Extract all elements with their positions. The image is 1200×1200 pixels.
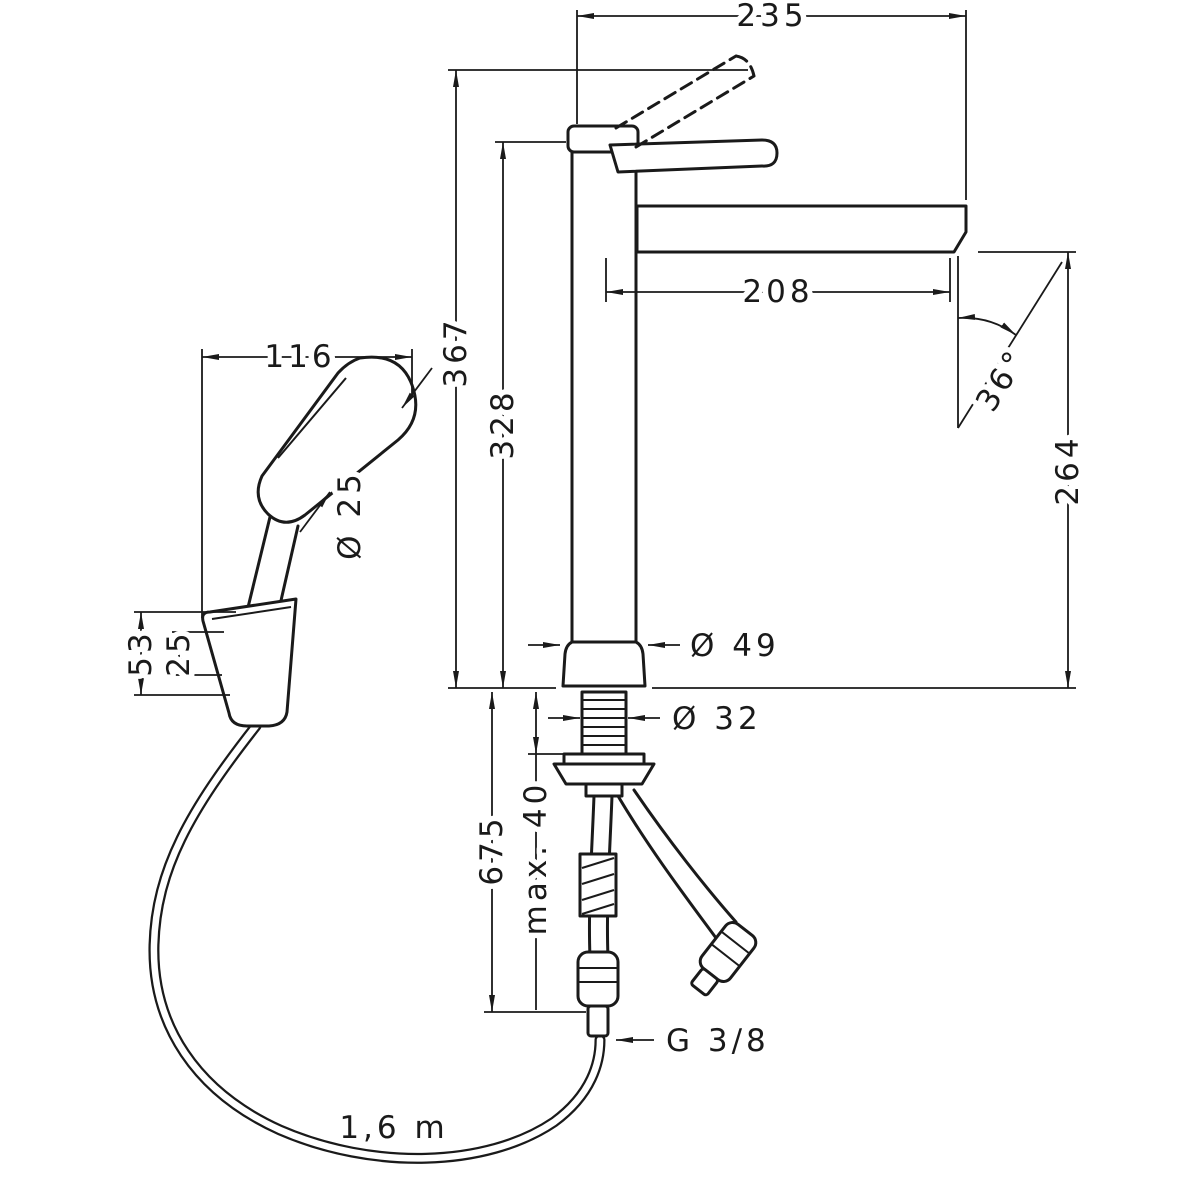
- lever-handle-raised-dashed: [614, 54, 756, 149]
- dim-base-diameter-label: Ø 49: [690, 628, 780, 664]
- dim-shank-diameter-label: Ø 32: [672, 701, 762, 737]
- thread-lines: [582, 699, 626, 746]
- ext-lines-235: [576, 10, 967, 200]
- lever-handle: [608, 138, 779, 174]
- hose-core: [150, 722, 604, 1162]
- dim-holder-height-label: 53: [123, 629, 159, 676]
- angle-legs-36: [957, 256, 1063, 429]
- ext-lines-53: [134, 611, 236, 696]
- dim-handshower-width-label: 116: [264, 339, 335, 375]
- dim-max-deck-thickness-label: max. 40: [518, 781, 554, 936]
- spout: [635, 204, 968, 254]
- fitting-ribs-angled: [710, 930, 751, 968]
- fitting-tip-angled: [690, 967, 719, 997]
- crimp-hatch: [581, 857, 615, 915]
- holder-rim-line: [211, 606, 292, 620]
- dim-connection-thread-label: G 3/8: [666, 1023, 770, 1059]
- dim-body-height-label: 328: [485, 388, 521, 459]
- dim-spray-angle-label: 36°: [969, 342, 1035, 418]
- handshower-hose: [148, 720, 606, 1164]
- fitting-body: [576, 950, 620, 1008]
- faucet-body: [148, 54, 968, 1164]
- handshower-head: [256, 355, 418, 524]
- dim-total-height-label: 367: [438, 316, 474, 387]
- dim-arrow-25d-bottom: [299, 491, 331, 533]
- dim-handshower-diameter-label: Ø 25: [332, 470, 368, 560]
- mixer-column: [561, 54, 968, 688]
- handshower: [201, 355, 418, 728]
- g38-nipple: [586, 1004, 610, 1038]
- dim-spout-height-label: 264: [1050, 434, 1086, 505]
- angled-hose-right-edge: [632, 788, 738, 924]
- mounting-shank: [552, 690, 656, 798]
- base-flare: [561, 640, 647, 688]
- dim-overall-width-label: 235: [736, 0, 807, 34]
- dimension-labels: 235 367 328 208 116 Ø 25 53 25 36° 264 Ø…: [118, 0, 1092, 1152]
- dim-below-deck-height-label: 675: [474, 814, 510, 885]
- dimension-lines: [134, 10, 1076, 1043]
- mounting-nut: [552, 762, 656, 786]
- column-body: [570, 150, 638, 644]
- angle-arc-36: [957, 313, 1017, 336]
- connection-hoses: [576, 788, 758, 1038]
- fitting-ribs: [578, 967, 618, 983]
- dim-hose-length-label: 1,6 m: [339, 1110, 448, 1146]
- spray-angle-36: [957, 256, 1063, 429]
- dim-holder-offset-label: 25: [161, 629, 197, 676]
- hose-manifold: [584, 782, 624, 798]
- angled-hose-left-edge: [616, 794, 718, 940]
- threaded-shank: [580, 690, 628, 756]
- dim-arrow-25d-top: [401, 367, 433, 409]
- handshower-face-line: [277, 377, 347, 459]
- hose-crimp-sleeve: [578, 852, 618, 918]
- hose-fitting-angled: [690, 920, 758, 997]
- dim-spout-reach-label: 208: [742, 274, 813, 310]
- hose-fitting-straight: [576, 950, 620, 1038]
